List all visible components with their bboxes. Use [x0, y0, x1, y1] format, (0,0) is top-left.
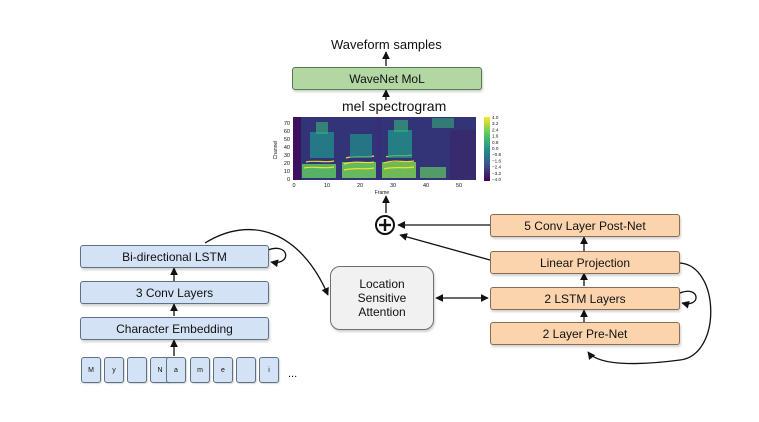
colorbar-tick: 4.0 [492, 115, 499, 120]
arrow-decoder-lstm-recurrence [679, 290, 697, 309]
colorbar-tick: 3.2 [492, 121, 499, 126]
attention-label-line1: Location [359, 277, 405, 291]
wavenet-vocoder-box: WaveNet MoL [292, 67, 482, 90]
linear-projection-label: Linear Projection [539, 255, 631, 270]
encoder-conv-label: 3 Conv Layers [135, 285, 214, 300]
colorbar-tick: −0.8 [492, 152, 502, 157]
encoder-lstm-box: Bi-directional LSTM [80, 245, 269, 268]
embedding-label: Character Embedding [116, 321, 233, 336]
spectrogram-x-axis-label: Frame [375, 190, 390, 196]
x-tick: 30 [390, 183, 396, 189]
input-char [236, 357, 256, 383]
colorbar-tick: −4.0 [492, 177, 502, 182]
output-label: Waveform samples [331, 37, 442, 52]
x-tick: 10 [324, 183, 330, 189]
postnet-label: 5 Conv Layer Post-Net [524, 218, 646, 233]
embedding-box: Character Embedding [80, 317, 269, 340]
y-tick: 40 [284, 145, 290, 151]
input-ellipsis: ... [288, 368, 298, 380]
y-tick: 0 [287, 177, 290, 183]
y-tick: 30 [284, 153, 290, 159]
decoder-lstm-box: 2 LSTM Layers [490, 287, 680, 310]
spectrogram-y-axis-label: Channel [273, 141, 279, 160]
arrow-encoder-to-attention [204, 229, 329, 296]
mel-spectrogram-plot: Channel 70 60 50 40 30 20 10 0 [273, 115, 502, 196]
x-tick: 20 [357, 183, 363, 189]
colorbar-tick: 1.6 [492, 134, 499, 139]
colorbar-tick: −1.6 [492, 158, 502, 163]
input-char: m [190, 357, 210, 383]
colorbar-tick: 0.0 [492, 146, 499, 151]
y-tick: 20 [284, 161, 290, 167]
attention-label-line3: Attention [358, 305, 406, 319]
colorbar-tick: 2.4 [492, 127, 499, 132]
colorbar-tick: −2.4 [492, 165, 502, 170]
input-char: e [213, 357, 233, 383]
wavenet-vocoder-label: WaveNet MoL [349, 71, 425, 86]
attention-box: Location Sensitive Attention [330, 266, 434, 330]
colorbar-tick: 0.8 [492, 140, 499, 145]
input-char: a [166, 357, 186, 383]
input-char: y [104, 357, 124, 383]
prenet-label: 2 Layer Pre-Net [542, 326, 628, 341]
linear-projection-box: Linear Projection [490, 251, 680, 274]
prenet-box: 2 Layer Pre-Net [490, 322, 680, 345]
arrow-feedback-to-prenet [587, 262, 712, 365]
decoder-lstm-label: 2 LSTM Layers [544, 291, 626, 306]
encoder-conv-box: 3 Conv Layers [80, 281, 269, 304]
y-tick: 70 [284, 121, 290, 127]
input-char [127, 357, 147, 383]
colorbar-tick: −3.2 [492, 171, 502, 176]
y-tick: 10 [284, 169, 290, 175]
encoder-lstm-label: Bi-directional LSTM [122, 249, 227, 264]
sum-node-icon [375, 215, 395, 235]
input-char: i [259, 357, 279, 383]
input-char: M [81, 357, 101, 383]
x-tick: 0 [292, 183, 295, 189]
attention-label-line2: Sensitive [357, 291, 407, 305]
x-tick: 40 [423, 183, 429, 189]
spectrogram-label: mel spectrogram [342, 98, 447, 114]
x-tick: 50 [456, 183, 462, 189]
y-tick: 50 [284, 137, 290, 143]
arrow-projection-to-sum [399, 233, 491, 261]
spectrogram-colorbar [484, 117, 490, 181]
y-tick: 60 [284, 129, 290, 135]
spectrogram-heatmap [293, 117, 476, 180]
arrow-encoder-lstm-recurrence [267, 247, 287, 268]
postnet-box: 5 Conv Layer Post-Net [490, 214, 680, 237]
